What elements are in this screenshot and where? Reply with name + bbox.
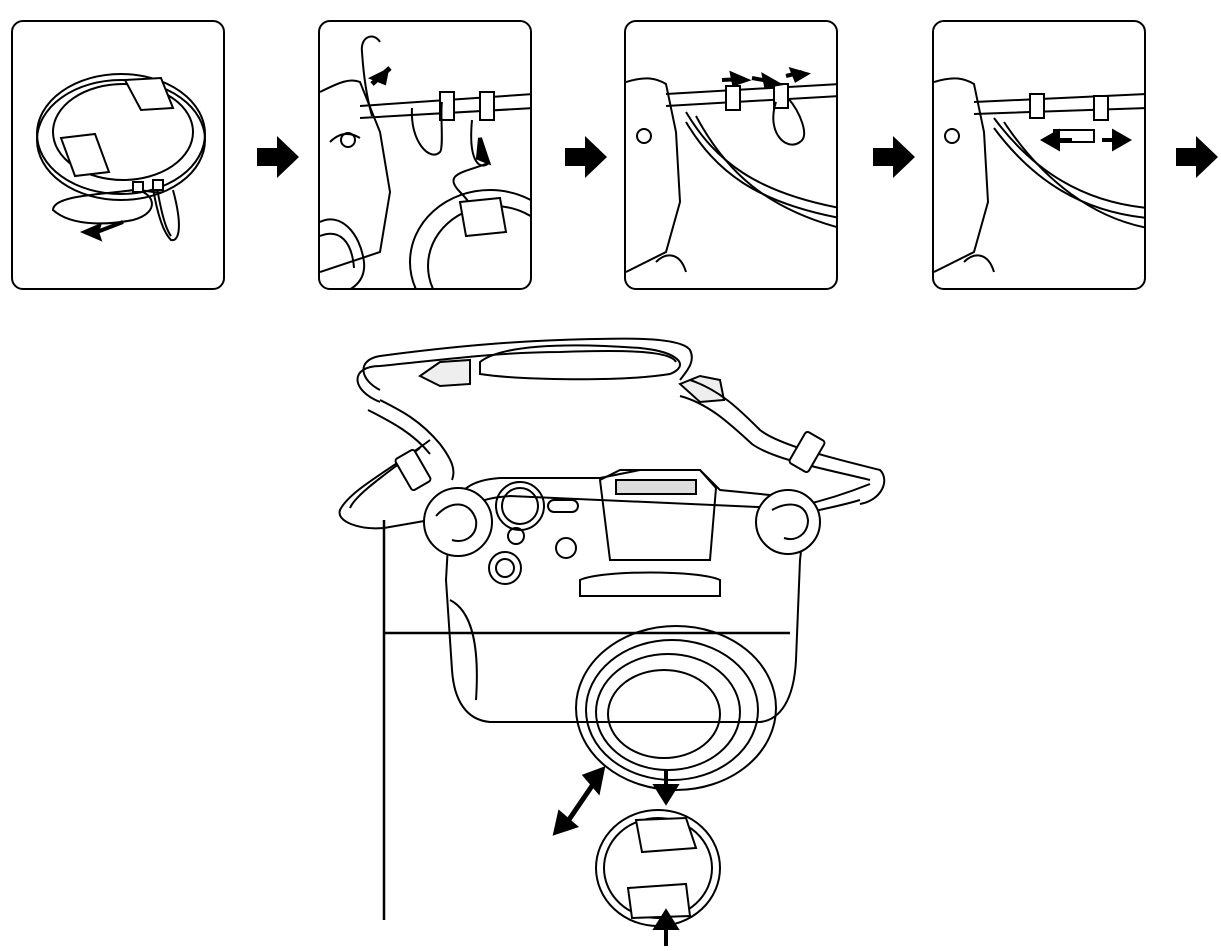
step-3-panel	[624, 20, 838, 290]
right-buckle	[788, 431, 825, 473]
step-4-panel	[932, 20, 1146, 290]
tighten-strap-icon	[934, 22, 1146, 290]
callout-line	[384, 520, 790, 920]
up-arrow-icon	[656, 912, 676, 946]
double-headed-arrow-icon	[556, 770, 602, 832]
right-eyelet-detail-circle	[756, 490, 820, 554]
camera-strap-lens-cap-illustration	[0, 300, 1221, 946]
step-1-panel	[11, 20, 225, 290]
left-eyelet-strap	[436, 504, 476, 541]
right-eyelet-strap	[772, 505, 808, 539]
right-arrow-icon	[565, 136, 607, 178]
thread-string-through-eyelet-icon	[320, 22, 532, 290]
right-arrow-icon	[1176, 136, 1218, 178]
right-arrow-icon	[257, 136, 299, 178]
loop-strap-through-buckle-icon	[626, 22, 838, 290]
left-eyelet-detail-circle	[424, 488, 492, 556]
left-buckle	[394, 449, 431, 491]
right-arrow-icon	[873, 136, 915, 178]
lens-cap	[596, 810, 720, 926]
camera-lens	[576, 626, 776, 790]
step-2-panel	[318, 20, 532, 290]
lens-cap-with-string-icon	[13, 22, 225, 290]
down-arrow-icon	[656, 770, 676, 802]
